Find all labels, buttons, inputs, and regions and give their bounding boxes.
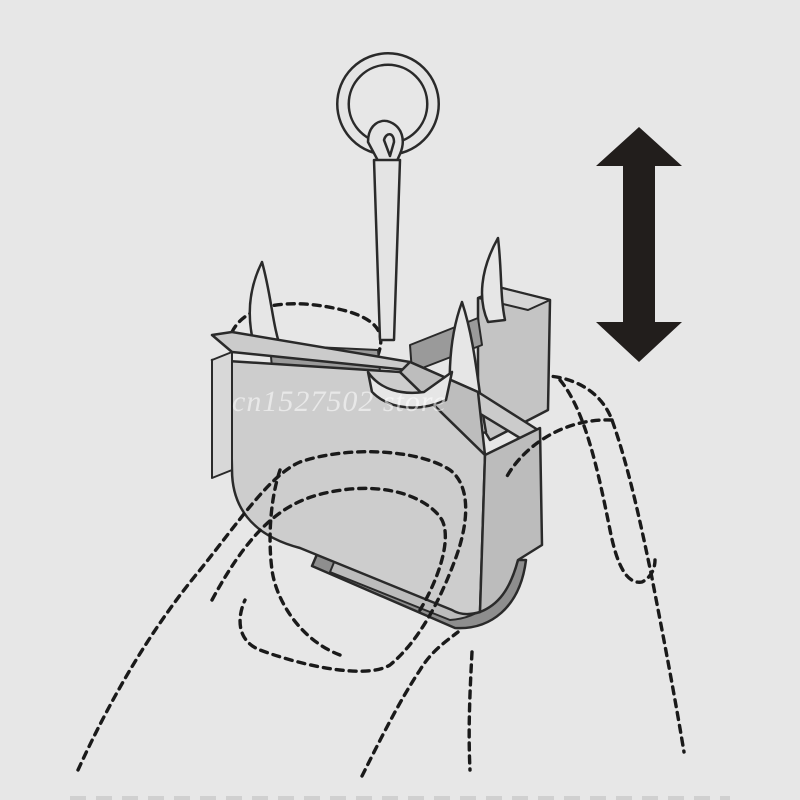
hook-point-back-right [480, 236, 507, 324]
case-right-side-face [478, 426, 544, 614]
finger-mid-outline [503, 418, 614, 482]
finger-right-outline [500, 373, 686, 754]
index-finger-outline [210, 486, 447, 612]
finger-right-inner-outline [558, 378, 657, 584]
finger-lower-outline [360, 630, 460, 778]
hook-shank [372, 158, 402, 342]
vertical-double-arrow-icon [596, 127, 682, 362]
case-front-face [210, 358, 487, 616]
case-left-edge [211, 351, 233, 479]
hook-bend-front [366, 370, 454, 409]
case-front-bevel [398, 360, 487, 457]
thumb-inner-outline [268, 468, 342, 657]
thumb-outline [76, 450, 468, 772]
finger-lower-right-outline [467, 650, 474, 772]
